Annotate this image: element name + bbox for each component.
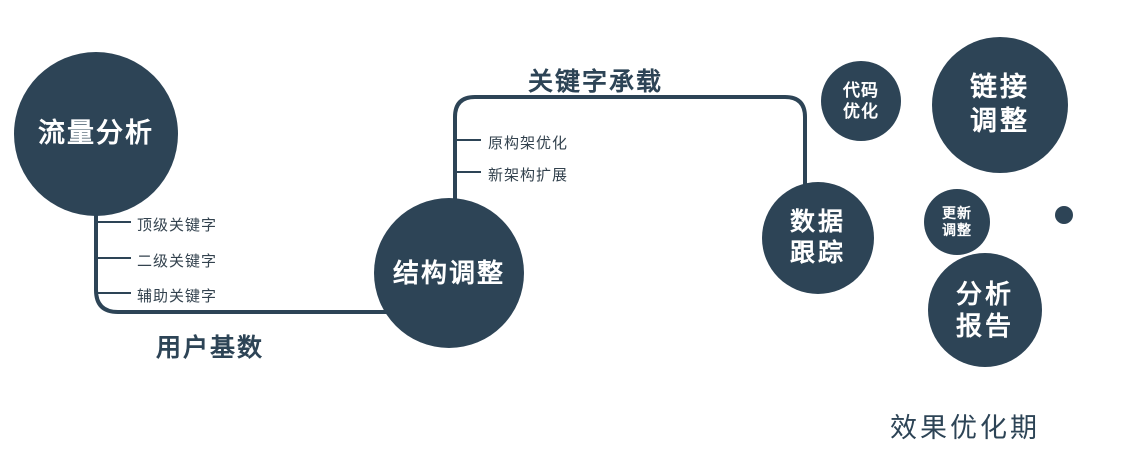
node-link-adjustment-line2: 调整 (970, 106, 1030, 136)
node-code-optimization: 代码 优化 (821, 61, 901, 141)
edge-structure-to-tracking (453, 95, 807, 210)
node-update-adjustment-line2: 调整 (942, 222, 972, 238)
node-update-adjustment: 更新 调整 (924, 189, 990, 255)
node-code-optimization-line1: 代码 (843, 80, 879, 100)
edge-traffic-to-structure (94, 200, 400, 314)
node-update-adjustment-line1: 更新 (942, 204, 972, 221)
branch-label-second-keywords: 二级关键字 (137, 253, 218, 270)
branch-label-aux-keywords: 辅助关键字 (137, 288, 218, 305)
node-data-tracking-line2: 跟踪 (789, 239, 846, 267)
edge-label-keyword-load: 关键字承载 (528, 68, 664, 96)
node-code-optimization-line2: 优化 (843, 102, 879, 121)
node-traffic-analysis: 流量分析 (14, 52, 178, 216)
node-link-adjustment-line1: 链接 (970, 72, 1030, 103)
node-link-adjustment: 链接 调整 (932, 37, 1068, 173)
branch-label-original-framework: 原构架优化 (488, 135, 569, 152)
branch-label-new-framework: 新架构扩展 (488, 167, 569, 184)
node-analysis-report-line1: 分析 (955, 278, 1014, 309)
dot-marker (1055, 206, 1073, 224)
node-traffic-analysis-label: 流量分析 (38, 118, 154, 149)
node-data-tracking: 数据 跟踪 (762, 182, 874, 294)
node-analysis-report-line2: 报告 (955, 311, 1014, 341)
node-analysis-report: 分析 报告 (928, 253, 1042, 367)
node-structure-adjustment: 结构调整 (374, 198, 524, 348)
node-data-tracking-line1: 数据 (789, 207, 846, 236)
phase-label: 效果优化期 (890, 413, 1040, 443)
branch-label-top-keywords: 顶级关键字 (137, 217, 218, 234)
node-structure-adjustment-label: 结构调整 (392, 257, 505, 288)
edge-label-user-base: 用户基数 (156, 334, 265, 362)
